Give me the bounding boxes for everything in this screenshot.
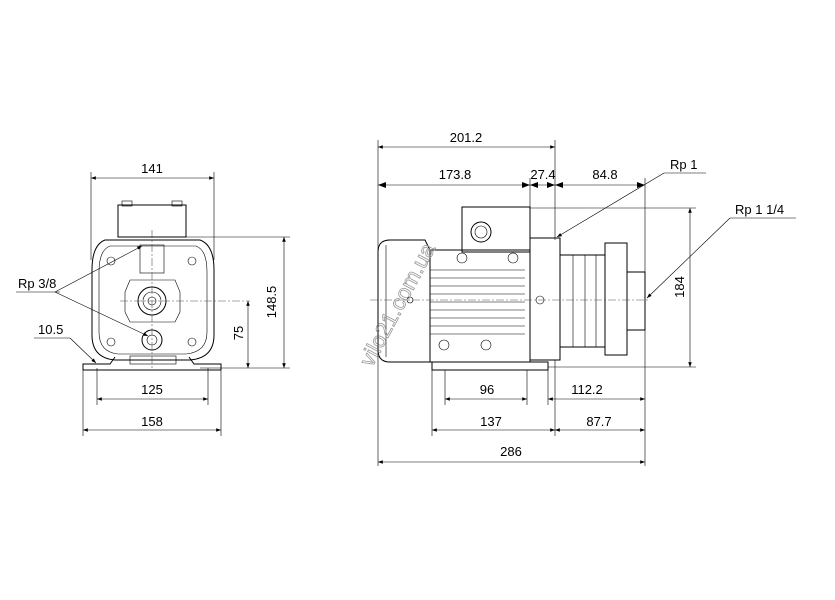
dim-75: 75 (231, 326, 246, 340)
outlet-port (626, 271, 646, 331)
side-view: vilo21.com.ua (354, 206, 650, 371)
dim-96: 96 (480, 382, 494, 397)
dim-141: 141 (141, 161, 163, 176)
label-rp-1-1-4: Rp 1 1/4 (735, 202, 784, 217)
base-foot (431, 361, 549, 371)
dim-84-8: 84.8 (592, 167, 617, 182)
motor-body (429, 249, 531, 363)
terminal-box (461, 206, 531, 253)
dim-173-8: 173.8 (439, 167, 472, 182)
front-dimensions: 141 148.5 75 125 158 Rp 3/8 10.5 (16, 161, 290, 436)
pump-body-outline (91, 239, 215, 361)
pump-head (604, 242, 628, 356)
dim-112-2: 112.2 (571, 382, 603, 397)
dim-158: 158 (141, 414, 163, 429)
watermark: vilo21.com.ua (354, 238, 440, 370)
dim-184: 184 (672, 276, 687, 298)
front-view (82, 200, 250, 371)
dim-125: 125 (141, 382, 163, 397)
label-rp-1: Rp 1 (670, 157, 697, 172)
dim-201-2: 201.2 (450, 130, 483, 145)
dim-286: 286 (500, 444, 522, 459)
dim-148-5: 148.5 (264, 286, 279, 319)
label-rp-3-8: Rp 3/8 (18, 276, 56, 291)
pump-stages (559, 254, 606, 348)
dim-27-4: 27.4 (530, 167, 555, 182)
dim-10-5: 10.5 (38, 322, 63, 337)
side-dimensions: 201.2 173.8 27.4 84.8 Rp 1 Rp 1 1/4 184 … (377, 130, 796, 466)
dim-87-7: 87.7 (586, 414, 611, 429)
dim-137: 137 (480, 414, 502, 429)
cooling-fins (430, 269, 525, 335)
base-feet (82, 356, 222, 371)
pump-housing (529, 237, 561, 361)
